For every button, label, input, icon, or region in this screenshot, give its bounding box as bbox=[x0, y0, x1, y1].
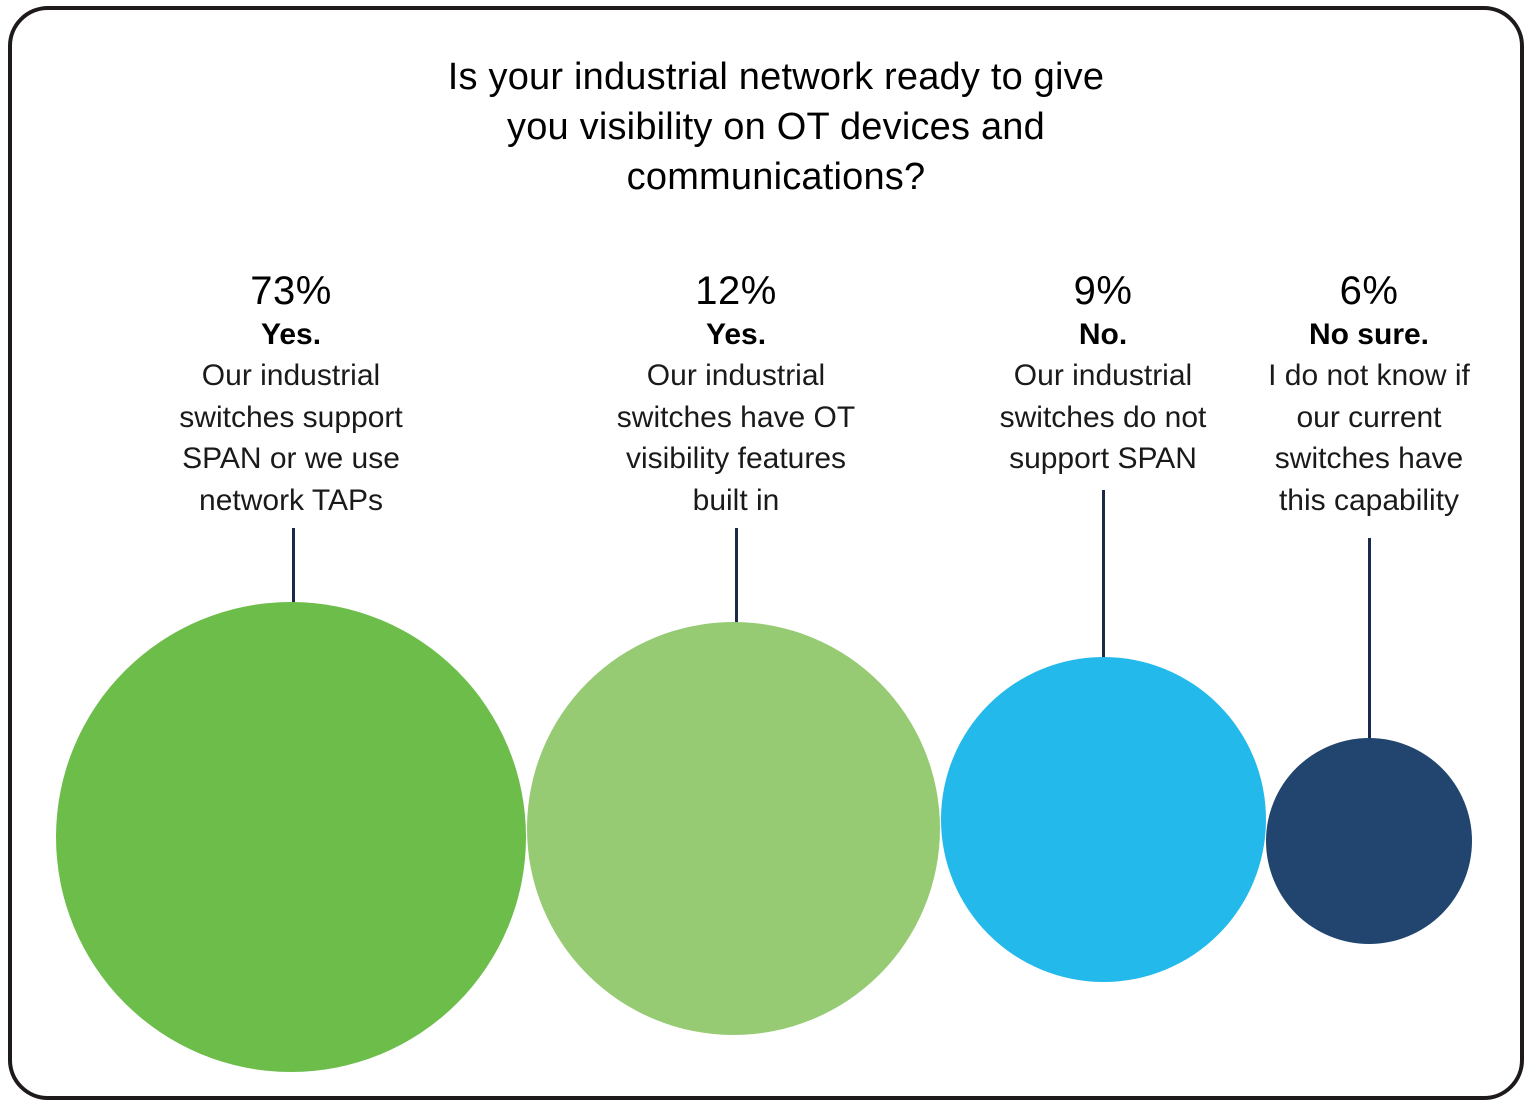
bubble-9-percent bbox=[941, 657, 1266, 982]
item-percent: 6% bbox=[1339, 269, 1399, 313]
item-description-line: switches do not bbox=[999, 400, 1207, 434]
item-description-line: Our industrial bbox=[1013, 359, 1193, 392]
item-description-line: switches support bbox=[179, 400, 403, 434]
item-description-line: switches have bbox=[1274, 442, 1464, 475]
bubble-6-percent bbox=[1266, 738, 1472, 944]
item-description-line: switches have OT bbox=[616, 400, 856, 434]
item-label-4: 6% No sure. I do not know if our current… bbox=[1219, 266, 1519, 521]
chart-title-line-1: Is your industrial network ready to give bbox=[447, 56, 1105, 98]
item-percent: 9% bbox=[1073, 269, 1133, 313]
item-percent: 12% bbox=[695, 269, 777, 313]
item-description: Our industrial switches have OT visibili… bbox=[586, 355, 886, 521]
item-description-line: visibility features bbox=[625, 442, 847, 475]
item-description-line: Our industrial bbox=[201, 359, 381, 392]
bubble-73-percent bbox=[56, 602, 526, 1072]
item-description-line: support SPAN bbox=[1009, 442, 1197, 475]
leader-line-3 bbox=[1102, 490, 1105, 659]
chart-title-line-3: communications? bbox=[626, 156, 926, 198]
item-description: I do not know if our current switches ha… bbox=[1219, 355, 1519, 521]
item-description-line: Our industrial bbox=[646, 359, 826, 392]
item-label-2: 12% Yes. Our industrial switches have OT… bbox=[586, 266, 886, 521]
chart-frame bbox=[8, 6, 1524, 1100]
item-heading: No sure. bbox=[1308, 318, 1430, 351]
item-description: Our industrial switches support SPAN or … bbox=[141, 355, 441, 521]
leader-line-4 bbox=[1368, 538, 1371, 740]
item-description-line: built in bbox=[692, 483, 780, 517]
item-heading: Yes. bbox=[260, 318, 322, 351]
chart-title-line-2: you visibility on OT devices and bbox=[507, 106, 1045, 148]
item-description-line: our current bbox=[1296, 400, 1442, 434]
item-description: Our industrial switches do not support S… bbox=[953, 355, 1253, 480]
item-description-line: this capability bbox=[1278, 483, 1460, 517]
item-percent: 73% bbox=[250, 269, 332, 313]
chart-title: Is your industrial network ready to give… bbox=[376, 52, 1176, 202]
leader-line-1 bbox=[292, 528, 295, 604]
item-description-line: network TAPs bbox=[199, 483, 383, 517]
item-label-3: 9% No. Our industrial switches do not su… bbox=[953, 266, 1253, 480]
item-description-line: SPAN or we use bbox=[182, 442, 400, 475]
item-label-1: 73% Yes. Our industrial switches support… bbox=[141, 266, 441, 521]
item-heading: Yes. bbox=[705, 318, 767, 351]
item-description-line: I do not know if bbox=[1268, 359, 1470, 392]
item-heading: No. bbox=[1078, 318, 1128, 351]
bubble-12-percent bbox=[527, 622, 940, 1035]
leader-line-2 bbox=[735, 528, 738, 624]
